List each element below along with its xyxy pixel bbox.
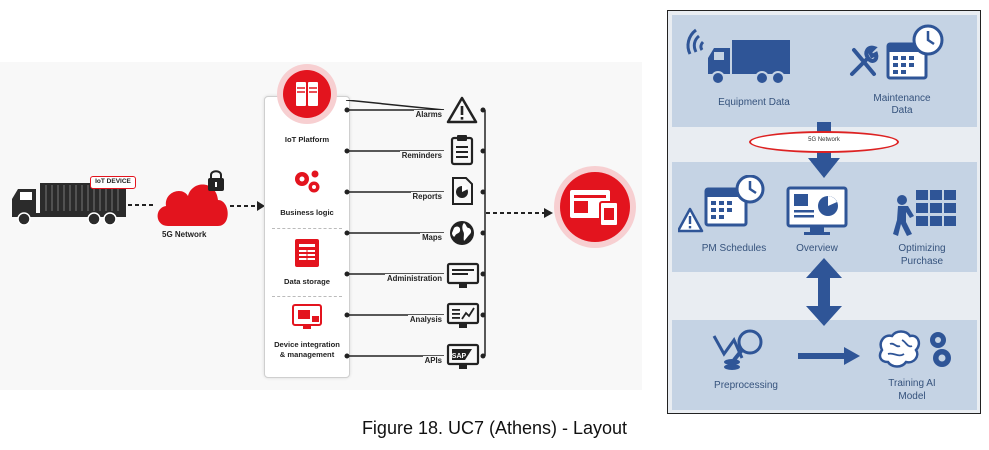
- equipment-data-label: Equipment Data: [718, 97, 790, 108]
- connector-arrow: [128, 204, 156, 206]
- device-integration-label: Device integration: [274, 340, 340, 349]
- svg-text:SAP: SAP: [452, 353, 467, 360]
- iot-platform-label: IoT Platform: [284, 135, 330, 144]
- right-arrow: [798, 347, 860, 365]
- maintenance-data-label: Maintenance: [873, 93, 931, 104]
- overview-label: Overview: [796, 243, 838, 254]
- optimizing-purchase-label: Optimizing: [898, 243, 946, 254]
- service-reminders: Reminders: [399, 151, 444, 160]
- sap-icon: SAP: [446, 343, 480, 369]
- gears-icon: [295, 170, 320, 193]
- data-storage-label: Data storage: [283, 277, 330, 286]
- clipboard-icon: [450, 135, 474, 166]
- pm-schedules-label: PM Schedules: [701, 243, 767, 254]
- service-administration: Administration: [384, 274, 444, 283]
- connector-arrow: [230, 201, 265, 211]
- maintenance-data-label-2: Data: [891, 105, 913, 116]
- devices-icon: [570, 190, 619, 227]
- business-logic-label: Business logic: [280, 208, 334, 217]
- figure-caption: Figure 18. UC7 (Athens) - Layout: [361, 418, 628, 438]
- network-label: 5G Network: [162, 230, 207, 239]
- service-apis: APIs: [422, 356, 444, 365]
- overview-monitor-icon: [786, 186, 848, 235]
- ai-box: [672, 320, 977, 410]
- iot-platform-panel: [264, 96, 350, 378]
- preprocessing-label: Preprocessing: [714, 380, 778, 391]
- separator: [272, 228, 342, 229]
- brain-gears-icon: [878, 330, 951, 368]
- device-integration-label-2: & management: [279, 350, 335, 359]
- connector-arrow: [486, 208, 553, 218]
- connected-truck-icon: [686, 28, 790, 85]
- analysis-icon: [446, 302, 480, 328]
- monitor-icon: [446, 262, 480, 288]
- service-reports: Reports: [410, 192, 444, 201]
- server-icon: [283, 70, 331, 118]
- maintenance-icon: [850, 24, 944, 80]
- training-ai-label-2: Model: [898, 391, 926, 402]
- bidirectional-arrow: [806, 258, 842, 326]
- pie-chart-icon: [452, 177, 473, 205]
- warning-icon: [446, 96, 478, 124]
- pm-schedule-icon: [678, 175, 765, 233]
- network-label: 5G Network: [808, 137, 840, 143]
- network-ellipse: [749, 131, 899, 153]
- separator: [272, 296, 342, 297]
- cloud-icon: [157, 170, 228, 226]
- iot-device-tag: IoT DEVICE: [90, 176, 136, 189]
- document-icon: [295, 239, 319, 267]
- globe-icon: [450, 221, 474, 245]
- service-maps: Maps: [420, 233, 444, 242]
- warehouse-worker-icon: [893, 190, 956, 236]
- preprocessing-icon: [712, 329, 763, 370]
- service-analysis: Analysis: [407, 315, 444, 324]
- optimizing-purchase-label-2: Purchase: [900, 256, 944, 267]
- training-ai-label: Training AI: [888, 378, 936, 389]
- service-alarms: Alarms: [413, 110, 444, 119]
- monitor-device-icon: [292, 304, 322, 329]
